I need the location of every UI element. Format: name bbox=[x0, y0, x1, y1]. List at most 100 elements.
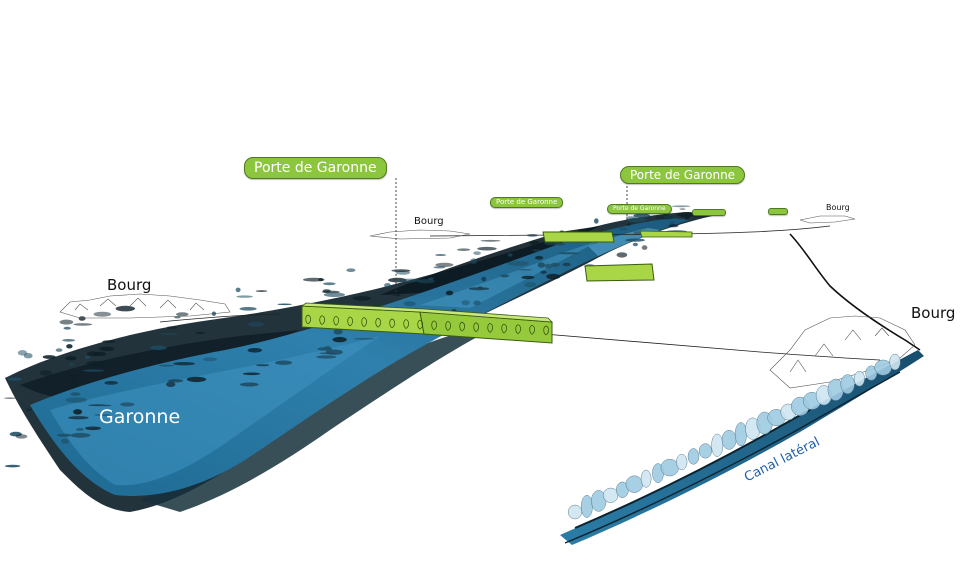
brush-stroke bbox=[256, 290, 268, 292]
brush-stroke bbox=[532, 249, 541, 251]
brush-stroke bbox=[470, 258, 477, 264]
brush-stroke bbox=[203, 358, 217, 362]
brush-stroke bbox=[435, 254, 446, 256]
canal-tree bbox=[661, 459, 679, 476]
brush-stroke bbox=[116, 306, 135, 312]
brush-stroke bbox=[240, 383, 259, 387]
brush-stroke bbox=[87, 351, 99, 356]
brush-stroke bbox=[617, 252, 628, 257]
brush-stroke bbox=[346, 268, 355, 272]
brush-stroke bbox=[83, 369, 104, 371]
brush-stroke bbox=[435, 263, 453, 267]
brush-stroke bbox=[670, 221, 675, 224]
brush-stroke bbox=[196, 332, 206, 334]
brush-stroke bbox=[5, 465, 20, 468]
porte-de-garonne-callout-4: Porte de Garonne bbox=[607, 204, 672, 214]
brush-stroke bbox=[353, 296, 371, 301]
brush-stroke bbox=[324, 292, 345, 297]
brush-stroke bbox=[240, 307, 257, 311]
canal-lateral bbox=[560, 350, 924, 545]
brush-stroke bbox=[277, 304, 292, 306]
brush-stroke bbox=[546, 274, 560, 280]
brush-stroke bbox=[71, 433, 91, 438]
brush-stroke bbox=[68, 375, 79, 377]
brush-stroke bbox=[530, 241, 540, 245]
brush-stroke bbox=[633, 214, 650, 218]
brush-stroke bbox=[417, 279, 435, 283]
brush-stroke bbox=[507, 261, 528, 266]
brush-stroke bbox=[4, 397, 16, 399]
brush-stroke bbox=[319, 352, 335, 354]
brush-stroke bbox=[316, 355, 336, 358]
porte-de-garonne-callout-6 bbox=[768, 208, 788, 215]
brush-stroke bbox=[40, 370, 52, 376]
brush-stroke bbox=[26, 409, 32, 412]
brush-stroke bbox=[679, 208, 685, 210]
brush-stroke bbox=[65, 397, 87, 403]
canal-tree bbox=[841, 375, 855, 394]
brush-stroke bbox=[236, 288, 241, 293]
brush-stroke bbox=[159, 365, 174, 367]
brush-stroke bbox=[76, 428, 84, 431]
brush-stroke bbox=[428, 278, 434, 280]
brush-stroke bbox=[521, 276, 534, 279]
brush-stroke bbox=[481, 240, 501, 242]
brush-stroke bbox=[384, 283, 391, 288]
brush-stroke bbox=[669, 224, 679, 227]
brush-stroke bbox=[16, 434, 28, 438]
brush-stroke bbox=[325, 346, 331, 350]
bridge-far bbox=[543, 232, 614, 242]
brush-stroke bbox=[619, 228, 627, 231]
canal-tree-row bbox=[568, 354, 900, 519]
brush-stroke bbox=[94, 312, 111, 317]
brush-stroke bbox=[594, 218, 599, 223]
brush-stroke bbox=[275, 361, 292, 365]
brush-stroke bbox=[642, 245, 648, 250]
brush-stroke bbox=[150, 346, 166, 351]
canal-tree bbox=[603, 488, 618, 503]
brush-stroke bbox=[167, 326, 178, 329]
canal-tree bbox=[712, 434, 723, 457]
brush-stroke bbox=[354, 338, 375, 340]
brush-stroke bbox=[73, 409, 82, 414]
brush-stroke bbox=[508, 253, 513, 257]
canal-tree bbox=[626, 476, 643, 493]
brush-stroke bbox=[70, 392, 80, 396]
brush-stroke bbox=[625, 239, 645, 242]
brush-stroke bbox=[519, 269, 533, 271]
brush-stroke bbox=[73, 323, 92, 326]
brush-stroke bbox=[685, 215, 689, 220]
brush-stroke bbox=[540, 271, 546, 274]
brush-stroke bbox=[166, 382, 175, 387]
brush-stroke bbox=[538, 262, 545, 267]
canal-tree bbox=[735, 423, 747, 446]
garonne-label: Garonne bbox=[99, 406, 180, 428]
brush-stroke bbox=[104, 381, 118, 385]
bourg-label-center: Bourg bbox=[414, 216, 444, 227]
porte-de-garonne-callout-1: Porte de Garonne bbox=[244, 157, 387, 179]
brush-stroke bbox=[187, 377, 206, 382]
brush-stroke bbox=[457, 248, 470, 251]
canal-tree bbox=[641, 470, 651, 487]
brush-stroke bbox=[69, 363, 74, 365]
brush-stroke bbox=[248, 322, 264, 327]
brush-stroke bbox=[256, 364, 269, 366]
canal-tree bbox=[688, 449, 699, 465]
brush-stroke bbox=[99, 347, 115, 351]
brush-stroke bbox=[168, 379, 183, 382]
brush-stroke bbox=[500, 274, 509, 277]
brush-stroke bbox=[655, 215, 675, 219]
brush-stroke bbox=[477, 247, 496, 251]
brush-stroke bbox=[446, 291, 453, 296]
brush-stroke bbox=[626, 218, 647, 223]
brush-stroke bbox=[524, 282, 536, 287]
brush-stroke bbox=[323, 282, 336, 285]
canal-tree bbox=[581, 495, 592, 517]
brush-stroke bbox=[404, 301, 416, 306]
brush-stroke bbox=[85, 356, 91, 359]
brush-stroke bbox=[545, 264, 553, 269]
porte-de-garonne-callout-5 bbox=[692, 209, 726, 216]
brush-stroke bbox=[72, 380, 77, 384]
brush-stroke bbox=[481, 277, 486, 282]
